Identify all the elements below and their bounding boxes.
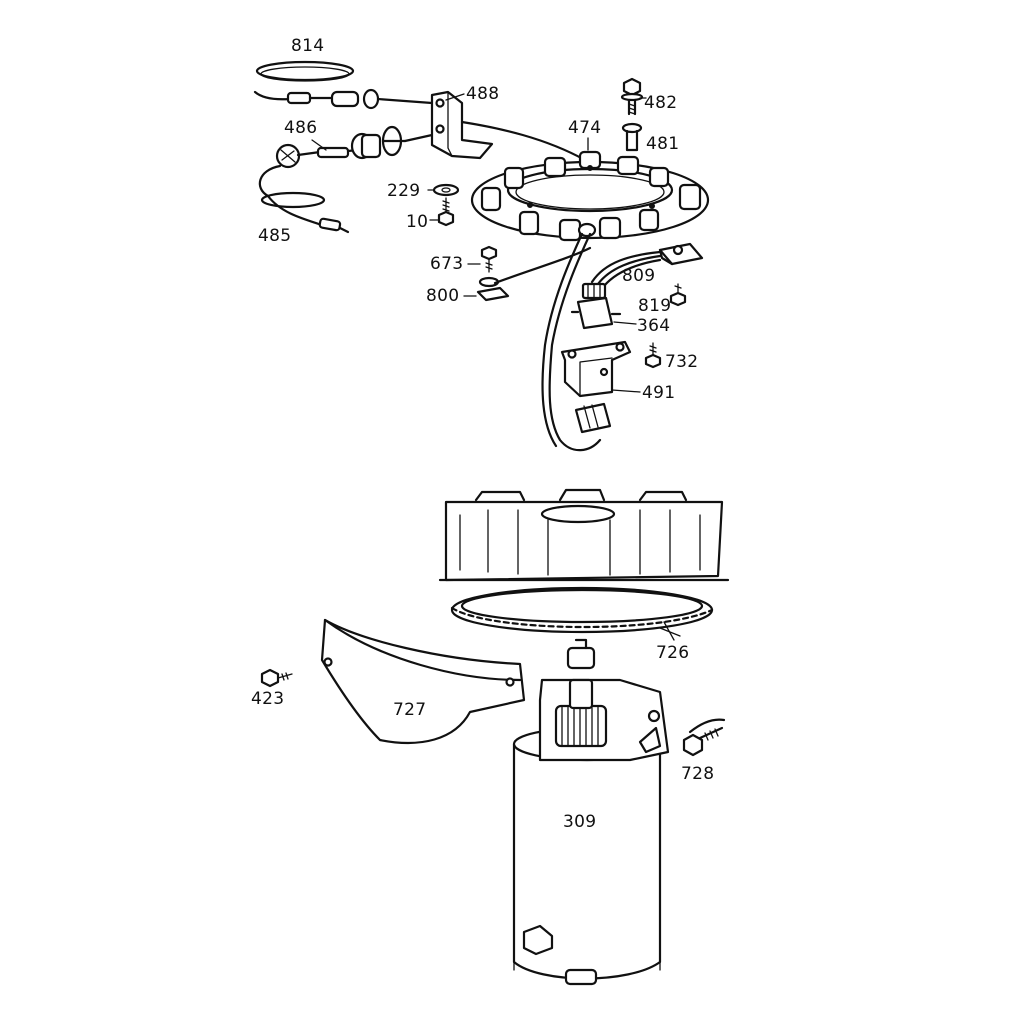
label-728: 728 bbox=[681, 764, 714, 784]
label-364: 364 bbox=[637, 316, 670, 336]
leader-lines bbox=[311, 93, 675, 641]
label-488: 488 bbox=[466, 84, 499, 104]
part-229-washer bbox=[432, 183, 460, 197]
part-800-terminal bbox=[476, 246, 592, 302]
label-481: 481 bbox=[646, 134, 679, 154]
label-673: 673 bbox=[430, 254, 463, 274]
label-800: 800 bbox=[426, 286, 459, 306]
part-673-nut bbox=[480, 245, 498, 273]
label-309: 309 bbox=[563, 812, 596, 832]
part-481-spacer bbox=[621, 122, 643, 152]
part-309-starter-motor bbox=[512, 638, 670, 986]
label-486: 486 bbox=[284, 118, 317, 138]
label-809: 809 bbox=[622, 266, 655, 286]
part-474-stator bbox=[470, 150, 710, 452]
part-726-flywheel bbox=[438, 488, 730, 637]
label-491: 491 bbox=[642, 383, 675, 403]
part-486-lead-assembly bbox=[253, 88, 434, 169]
label-726: 726 bbox=[656, 643, 689, 663]
part-364-connector bbox=[570, 282, 622, 330]
part-809-rectifier bbox=[590, 242, 704, 288]
part-488-bracket bbox=[430, 90, 587, 162]
part-727-shield bbox=[320, 618, 526, 744]
label-423: 423 bbox=[251, 689, 284, 709]
part-485-ground-lead bbox=[258, 164, 350, 234]
label-727: 727 bbox=[393, 700, 426, 720]
label-474: 474 bbox=[568, 118, 601, 138]
label-732: 732 bbox=[665, 352, 698, 372]
label-229: 229 bbox=[387, 181, 420, 201]
part-728-screw bbox=[682, 718, 726, 757]
part-423-screw bbox=[260, 668, 293, 688]
part-819-screw bbox=[669, 283, 687, 307]
part-10-screw bbox=[437, 197, 455, 227]
label-485: 485 bbox=[258, 226, 291, 246]
label-819: 819 bbox=[638, 296, 671, 316]
harness-plug bbox=[574, 402, 612, 434]
label-10: 10 bbox=[406, 212, 428, 232]
part-491-bracket bbox=[560, 340, 632, 398]
label-482: 482 bbox=[644, 93, 677, 113]
part-814-wire-loop bbox=[255, 60, 355, 82]
label-814: 814 bbox=[291, 36, 324, 56]
part-482-screw bbox=[620, 77, 644, 116]
part-labels: 814 488 482 474 486 481 229 10 485 673 8… bbox=[251, 36, 714, 832]
part-732-screw bbox=[644, 342, 662, 369]
